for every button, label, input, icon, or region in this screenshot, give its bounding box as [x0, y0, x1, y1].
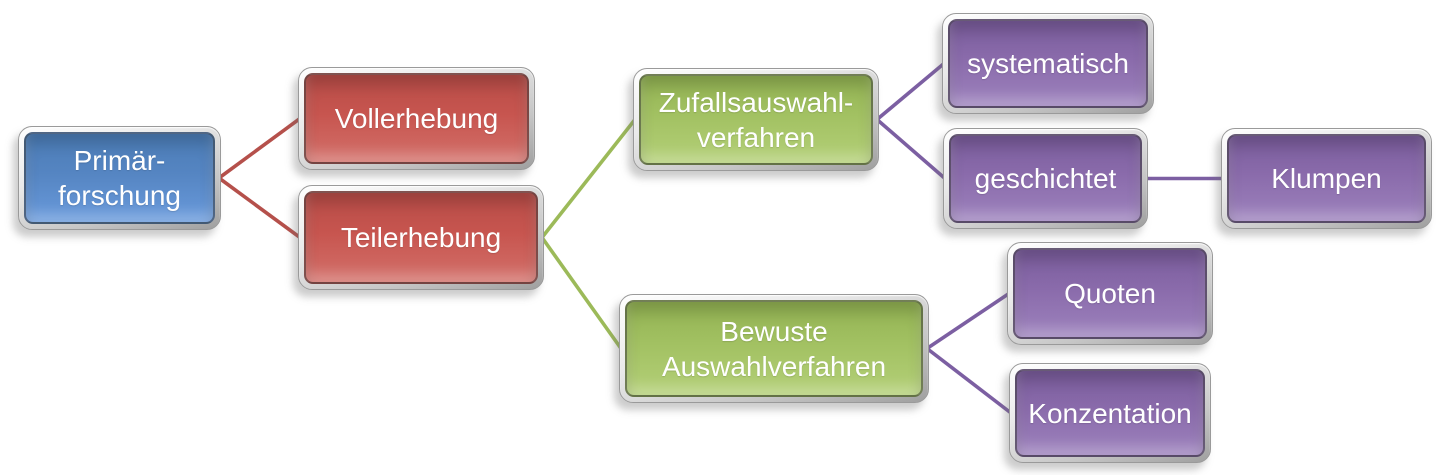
- node-teilerhebung: Teilerhebung: [298, 185, 544, 290]
- node-label-konzentation: Konzentation: [1028, 397, 1192, 429]
- node-label-bewuste: Bewuste Auswahlverfahren: [661, 315, 887, 382]
- node-systematisch: systematisch: [942, 13, 1154, 114]
- node-fill-klumpen: Klumpen: [1227, 134, 1426, 223]
- node-fill-primaerforschung: Primär- forschung: [24, 132, 215, 224]
- node-label-teilerhebung: Teilerhebung: [340, 222, 502, 253]
- edge-zufallsauswahl-systematisch: [875, 62, 946, 121]
- node-zufallsauswahl: Zufallsauswahl- verfahren: [633, 68, 879, 171]
- node-geschichtet: geschichtet: [943, 128, 1148, 229]
- node-klumpen: Klumpen: [1221, 128, 1432, 229]
- node-label-systematisch: systematisch: [967, 48, 1129, 79]
- edge-teilerhebung-bewuste: [540, 236, 623, 350]
- node-quoten: Quoten: [1007, 242, 1213, 345]
- edge-teilerhebung-zufallsauswahl: [540, 118, 637, 239]
- edge-bewuste-quoten: [925, 292, 1011, 350]
- node-fill-teilerhebung: Teilerhebung: [304, 191, 538, 284]
- node-konzentation: Konzentation: [1009, 363, 1211, 463]
- edge-zufallsauswahl-geschichtet: [875, 118, 947, 180]
- node-bewuste: Bewuste Auswahlverfahren: [619, 294, 929, 403]
- node-fill-systematisch: systematisch: [948, 19, 1148, 108]
- edge-primaerforschung-teilerhebung: [217, 176, 302, 239]
- node-label-primaerforschung: Primär- forschung: [58, 145, 181, 211]
- edge-bewuste-konzentation: [925, 347, 1013, 415]
- node-fill-vollerhebung: Vollerhebung: [304, 73, 529, 164]
- node-label-vollerhebung: Vollerhebung: [334, 103, 499, 134]
- node-fill-bewuste: Bewuste Auswahlverfahren: [625, 300, 923, 397]
- node-fill-quoten: Quoten: [1013, 248, 1207, 339]
- node-label-geschichtet: geschichtet: [974, 163, 1117, 194]
- node-primaerforschung: Primär- forschung: [18, 126, 221, 230]
- node-label-klumpen: Klumpen: [1271, 163, 1382, 194]
- edge-primaerforschung-vollerhebung: [217, 117, 302, 180]
- node-fill-zufallsauswahl: Zufallsauswahl- verfahren: [639, 74, 873, 165]
- node-vollerhebung: Vollerhebung: [298, 67, 535, 170]
- node-fill-geschichtet: geschichtet: [949, 134, 1142, 223]
- node-label-zufallsauswahl: Zufallsauswahl- verfahren: [658, 86, 854, 153]
- node-label-quoten: Quoten: [1064, 278, 1156, 309]
- node-fill-konzentation: Konzentation: [1015, 369, 1205, 457]
